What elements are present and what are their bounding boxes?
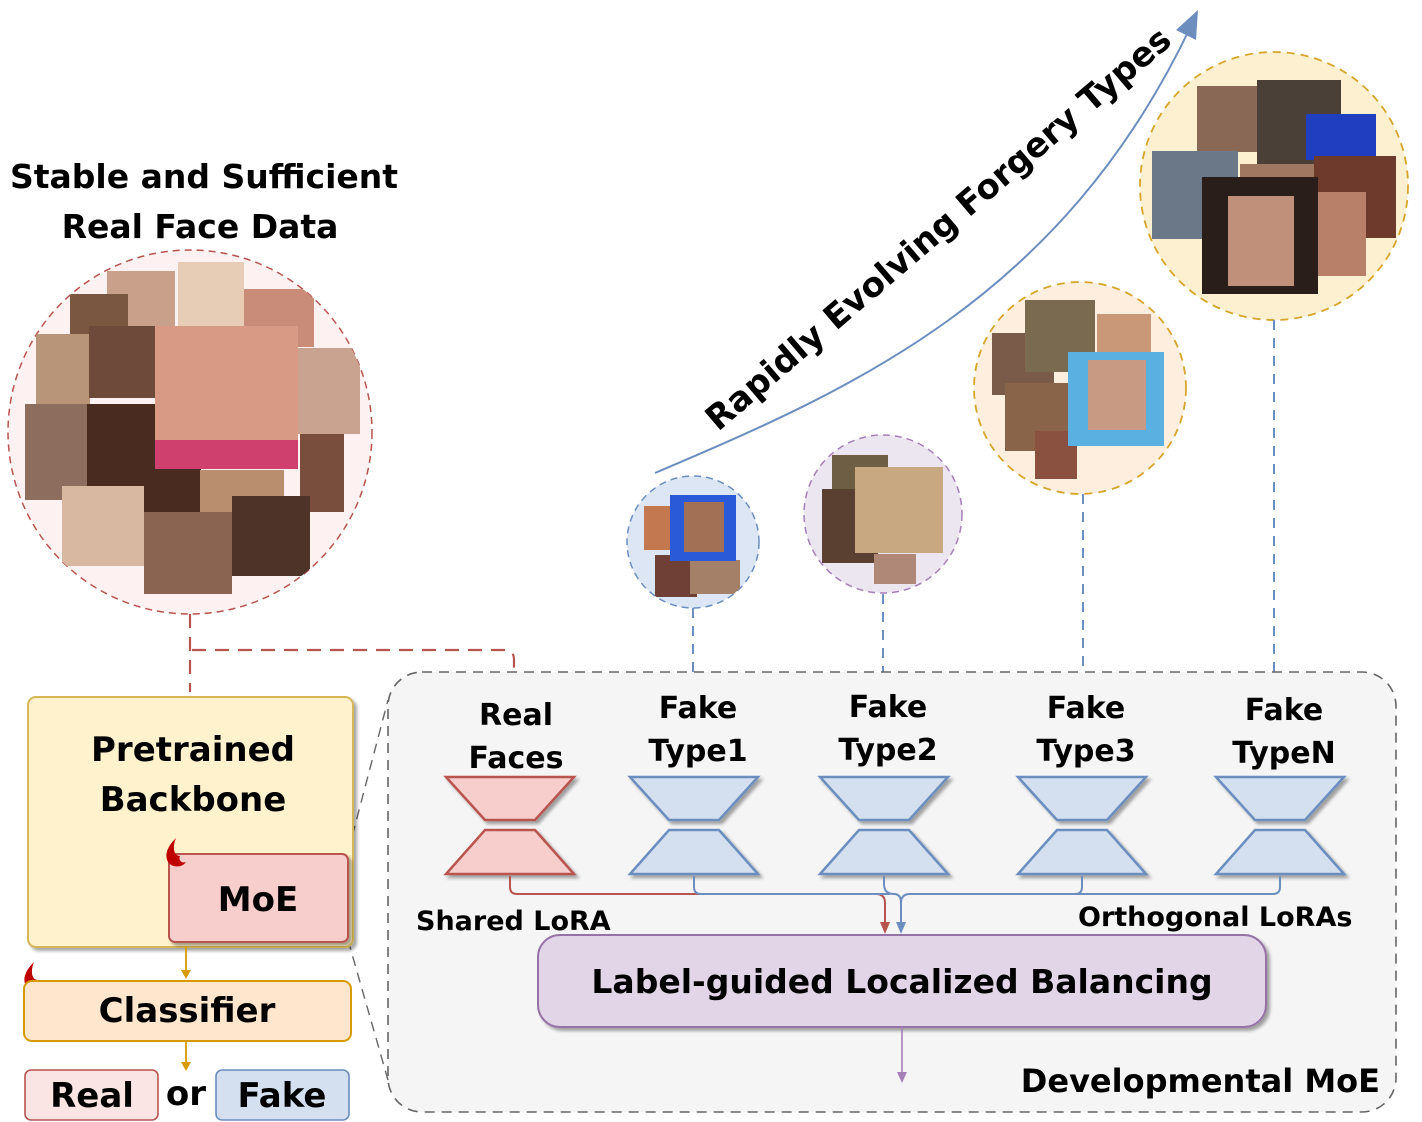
real-face-image (89, 326, 157, 398)
fake-face-image (1316, 192, 1366, 276)
real-faces-circle (7, 249, 373, 615)
moe-block (168, 853, 349, 943)
fake-type2-circle (803, 434, 963, 594)
real-face-image (62, 486, 144, 566)
real-face-image (36, 334, 90, 404)
developmental-moe-title: Developmental MoE (1021, 1062, 1380, 1100)
lora-down-projection (1015, 775, 1149, 822)
output-fake-badge (215, 1069, 350, 1121)
backbone-label-line1: Pretrained (91, 730, 295, 770)
expert-label-line1: Real (479, 698, 553, 733)
fake-face-detail (1088, 360, 1146, 430)
lora-up-projection (443, 828, 577, 876)
expert-label-line1: Fake (1047, 691, 1125, 726)
flame-icon (166, 838, 186, 867)
output-real-badge (24, 1069, 159, 1121)
fake-face-detail (1228, 196, 1294, 286)
expert-label-line1: Fake (849, 690, 927, 725)
real-face-image (298, 348, 360, 434)
arrowhead-icon (897, 1072, 907, 1083)
fake-typeN-circle (1139, 51, 1409, 321)
expert-label-line1: Fake (659, 691, 737, 726)
real-face-image (25, 404, 87, 500)
arrowhead-icon (1176, 10, 1198, 40)
routing-lines (509, 876, 1281, 926)
fake-face-image (690, 560, 740, 594)
fake-type3-circle (973, 281, 1187, 495)
arrowhead-icon (181, 970, 191, 979)
backbone-label-line2: Backbone (100, 780, 287, 820)
fake-type1-circle (626, 475, 760, 609)
lora-up-projection (1213, 828, 1347, 876)
expert-label-line2: Type2 (838, 733, 937, 768)
output-fake-label: Fake (238, 1076, 327, 1116)
lora-down-projection (1213, 775, 1347, 822)
orthogonal-lora-label: Orthogonal LoRAs (1078, 902, 1352, 933)
classifier-label: Classifier (99, 991, 276, 1031)
arrowhead-icon (181, 1062, 191, 1071)
lora-up-projection (627, 828, 761, 876)
classifier-block (23, 980, 352, 1042)
lora-down-projection (443, 775, 577, 822)
lora-down-projection (817, 775, 951, 822)
lora-down-projection (627, 775, 761, 822)
real-face-image (178, 262, 244, 328)
real-data-title-line2: Real Face Data (62, 207, 339, 246)
arrowhead-icon (880, 922, 890, 934)
output-or-label: or (166, 1074, 206, 1114)
output-real-label: Real (50, 1076, 134, 1116)
real-face-image (232, 496, 310, 576)
fake-face-image (1197, 86, 1259, 152)
fake-face-image-main (855, 467, 943, 553)
balancing-label: Label-guided Localized Balancing (591, 962, 1212, 1001)
expert-label-line2: TypeN (1232, 736, 1335, 771)
lora-up-projection (1015, 828, 1149, 876)
real-connector (188, 614, 516, 702)
expert-label-line2: Type3 (1036, 734, 1135, 769)
moe-label: MoE (218, 880, 298, 920)
zoom-lines (347, 699, 389, 1081)
fake-face-image (1306, 114, 1376, 160)
fake-face-image (874, 554, 916, 584)
trend-arrow (654, 10, 1198, 474)
fake-face-image (644, 506, 670, 550)
shared-lora-label: Shared LoRA (416, 906, 611, 937)
expert-label-line1: Fake (1245, 693, 1323, 728)
fake-face-detail (684, 502, 724, 552)
real-face-image (144, 512, 232, 594)
fake-face-image (1097, 314, 1151, 354)
real-data-title-line1: Stable and Sufficient (10, 157, 398, 196)
lora-up-projection (817, 828, 951, 876)
expert-label-line2: Faces (469, 741, 564, 776)
real-face-clothing (155, 440, 298, 469)
expert-label-line2: Type1 (648, 734, 747, 769)
arrowhead-icon (896, 922, 906, 934)
